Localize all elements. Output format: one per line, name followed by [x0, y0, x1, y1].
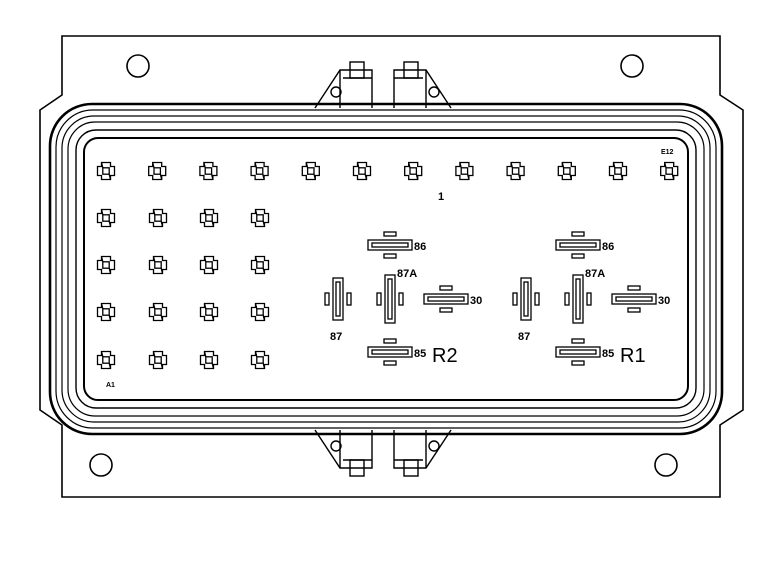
pin-cavity — [199, 255, 219, 275]
center-number: 1 — [438, 191, 444, 203]
relay-terminal-87a — [564, 274, 592, 324]
pin-cavity — [404, 161, 423, 181]
pin-cavity — [301, 161, 320, 181]
relay-terminal-86 — [555, 231, 601, 259]
pin-cavity — [96, 350, 116, 370]
relay-terminal-30 — [611, 285, 657, 313]
mounting-hole-bottom-left — [89, 453, 113, 477]
relay-terminal-85 — [367, 338, 413, 366]
terminal-label-86: 86 — [414, 241, 426, 253]
relay-terminal-87a — [376, 274, 404, 324]
pin-cavity — [250, 208, 270, 228]
terminal-label-87: 87 — [330, 331, 342, 343]
pin-cavity — [96, 208, 116, 228]
pin-cavity — [557, 161, 576, 181]
connector-housing — [48, 102, 724, 436]
pin-cavity — [352, 161, 372, 181]
pin-cavity — [148, 255, 168, 275]
terminal-label-86: 86 — [602, 241, 614, 253]
relay-name: R1 — [620, 345, 646, 367]
pin-cavity — [250, 302, 270, 322]
relay-terminal-87 — [512, 277, 540, 321]
pin-cavity — [148, 208, 168, 228]
pin-cavity — [148, 161, 167, 181]
pin-cavity — [96, 255, 116, 275]
relay-terminal-86 — [367, 231, 413, 259]
pin-label-a1: A1 — [106, 382, 115, 389]
pin-cavity — [250, 255, 270, 275]
relay-cavities: 86 87A 30 87 85 R2 86 87A 30 87 85 R1 — [324, 231, 670, 367]
pin-cavity — [506, 161, 525, 181]
terminal-label-87a: 87A — [397, 268, 417, 280]
pin-cavity — [608, 161, 628, 181]
pin-cavity — [96, 302, 116, 322]
pin-cavity — [148, 350, 168, 370]
relay-r1: 86 87A 30 87 85 R1 — [512, 231, 670, 367]
mounting-hole-top-left — [126, 54, 150, 78]
terminal-label-30: 30 — [658, 295, 670, 307]
pin-cavity — [148, 302, 168, 322]
terminal-label-87a: 87A — [585, 268, 605, 280]
terminal-label-87: 87 — [518, 331, 530, 343]
pin-cavity — [199, 350, 219, 370]
mounting-flange — [39, 35, 744, 498]
terminal-label-30: 30 — [470, 295, 482, 307]
pin-cavity — [455, 161, 474, 181]
terminal-label-85: 85 — [414, 348, 426, 360]
pin-label-e12: E12 — [661, 149, 674, 156]
relay-name: R2 — [432, 345, 458, 367]
relay-terminal-87 — [324, 277, 352, 321]
latch-top — [314, 61, 452, 109]
pin-cavity — [199, 208, 219, 228]
latch-bottom — [314, 429, 452, 477]
relay-terminal-30 — [423, 285, 469, 313]
pin-cavities — [96, 161, 679, 370]
pin-cavity — [199, 302, 219, 322]
mounting-hole-bottom-right — [654, 453, 678, 477]
relay-terminal-85 — [555, 338, 601, 366]
pin-cavity — [250, 161, 269, 181]
pin-cavity — [660, 161, 679, 181]
pin-cavity — [199, 161, 218, 181]
pin-cavity — [96, 161, 116, 181]
terminal-label-85: 85 — [602, 348, 614, 360]
mounting-hole-top-right — [620, 54, 644, 78]
pin-cavity — [250, 350, 270, 370]
relay-r2: 86 87A 30 87 85 R2 — [324, 231, 482, 367]
